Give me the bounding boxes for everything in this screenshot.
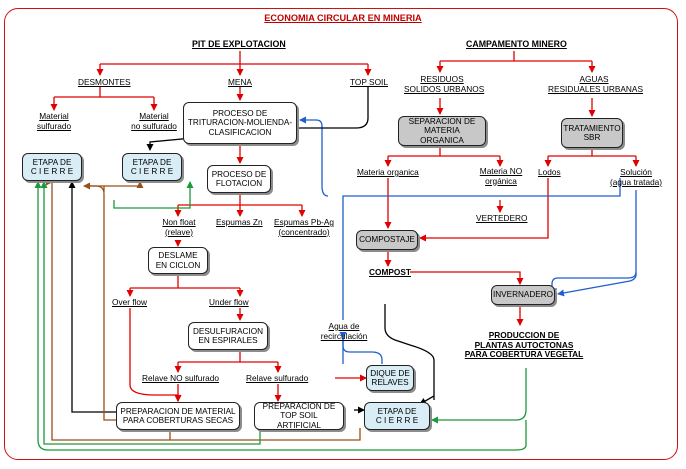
- vertedero-label: VERTEDERO: [476, 213, 528, 223]
- desmontes-label: DESMONTES: [78, 77, 131, 87]
- pit-header: PIT DE EXPLOTACION: [192, 39, 286, 49]
- red-connectors: [50, 51, 640, 402]
- overflow-label: Over flow: [112, 297, 148, 307]
- solucion-label: Solución(agua tratada): [609, 167, 663, 187]
- blue-connectors: [299, 116, 637, 364]
- invernadero-box: INVERNADERO: [491, 285, 555, 305]
- diagram-frame: [4, 8, 678, 460]
- lodos-label: Lodos: [538, 167, 561, 177]
- topsoil-label: TOP SOIL: [350, 77, 388, 87]
- espumas-zn-label: Espumas Zn: [216, 217, 263, 227]
- underflow-label: Under flow: [209, 297, 249, 307]
- compostaje-box: COMPOSTAJE: [356, 230, 418, 250]
- green-connectors: [34, 181, 527, 451]
- relave-sulfurado-label: Relave sulfurado: [246, 373, 309, 383]
- materia-organica-label: Materia organica: [357, 167, 419, 177]
- espumas-pb-ag-label: Espumas Pb-Ag(concentrado): [274, 217, 334, 237]
- mena-label: MENA: [228, 77, 252, 87]
- relave-no-sulfurado-label: Relave NO sulfurado: [142, 373, 220, 383]
- diagram-title: ECONOMIA CIRCULAR EN MINERIA: [264, 13, 422, 23]
- campamento-header: CAMPAMENTO MINERO: [466, 39, 567, 49]
- brown-connectors: [51, 181, 361, 441]
- compost-label: COMPOST: [369, 267, 411, 277]
- non-float-label: Non float(relave): [162, 217, 196, 237]
